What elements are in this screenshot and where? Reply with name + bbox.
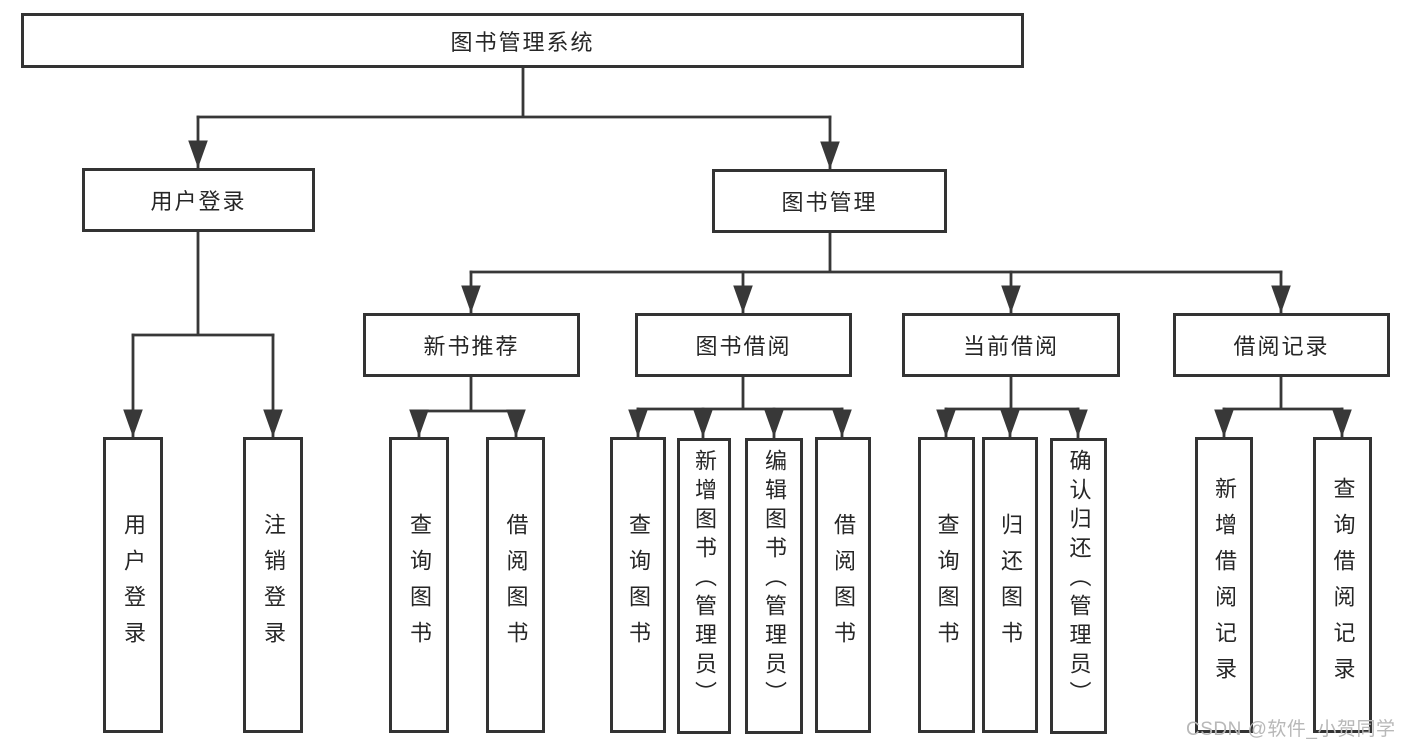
node-root: 图书管理系统 [21,13,1024,68]
node-leaf-borrow-books-recommend: 借阅图书 [486,437,545,733]
node-leaf-query-borrow-record: 查询借阅记录 [1313,437,1372,733]
node-leaf-query-books-current: 查询图书 [918,437,975,733]
node-book-borrow: 图书借阅 [635,313,852,377]
node-borrow-records: 借阅记录 [1173,313,1390,377]
node-leaf-query-books-borrow-label: 查询图书 [626,513,651,657]
node-leaf-query-books-borrow: 查询图书 [610,437,666,733]
node-leaf-user-login: 用户登录 [103,437,163,733]
node-user-login: 用户登录 [82,168,315,232]
node-leaf-edit-book-admin-label: 编辑图书（管理员） [762,449,787,710]
node-book-management: 图书管理 [712,169,947,233]
node-leaf-borrow-books-borrow-label: 借阅图书 [831,513,856,657]
node-leaf-query-borrow-record-label: 查询借阅记录 [1330,477,1356,693]
node-borrow-records-label: 借阅记录 [1233,334,1330,359]
node-leaf-add-borrow-record-label: 新增借阅记录 [1212,477,1237,693]
node-leaf-query-books-recommend-label: 查询图书 [407,513,432,657]
connector-book-management-split [469,231,1283,274]
node-leaf-logout-label: 注销登录 [261,513,286,657]
node-leaf-query-books-current-label: 查询图书 [934,513,960,657]
connector-root-split [196,66,832,119]
node-leaf-borrow-books-recommend-label: 借阅图书 [503,513,529,657]
node-leaf-user-login-label: 用户登录 [121,513,146,657]
node-leaf-query-books-recommend: 查询图书 [389,437,449,733]
node-leaf-return-book: 归还图书 [982,437,1038,733]
node-leaf-add-book-admin-label: 新增图书（管理员） [692,449,717,710]
node-book-management-label: 图书管理 [781,190,878,215]
node-leaf-confirm-return-admin-label: 确认归还（管理员） [1066,449,1092,710]
node-leaf-logout: 注销登录 [243,437,303,733]
node-current-borrow: 当前借阅 [902,313,1120,377]
connector-user-login-split [131,230,275,337]
node-user-login-label: 用户登录 [150,189,247,214]
connector-current-split [944,373,1080,411]
node-leaf-confirm-return-admin: 确认归还（管理员） [1050,438,1107,734]
connector-recommend-split [417,375,518,413]
node-leaf-return-book-label: 归还图书 [998,513,1023,657]
node-current-borrow-label: 当前借阅 [962,334,1059,359]
node-new-book-recommend-label: 新书推荐 [423,334,520,359]
node-leaf-add-book-admin: 新增图书（管理员） [677,438,731,734]
node-new-book-recommend: 新书推荐 [363,313,580,377]
node-leaf-edit-book-admin: 编辑图书（管理员） [745,438,803,734]
csdn-watermark: CSDN @软件_小贺同学 [1186,719,1396,740]
node-root-label: 图书管理系统 [450,29,595,55]
node-book-borrow-label: 图书借阅 [695,334,792,359]
node-leaf-add-borrow-record: 新增借阅记录 [1195,437,1253,733]
node-leaf-borrow-books-borrow: 借阅图书 [815,437,871,733]
connector-records-split [1222,375,1344,411]
connector-borrow-split [636,375,844,411]
